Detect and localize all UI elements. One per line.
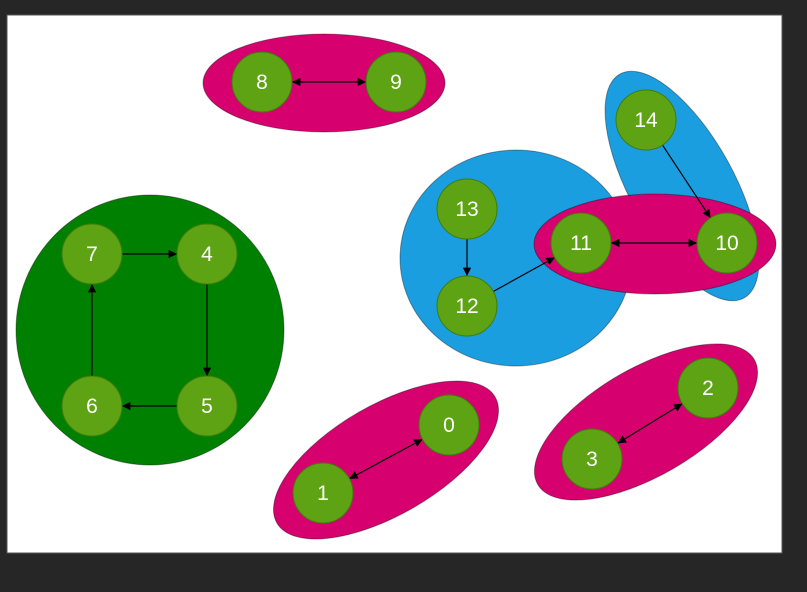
node-10: 10 xyxy=(696,212,758,274)
node-7-circle xyxy=(61,223,123,285)
node-9: 9 xyxy=(365,51,427,113)
node-7: 7 xyxy=(61,223,123,285)
edge-14-10 xyxy=(661,144,712,219)
node-4-label: 4 xyxy=(201,243,213,266)
node-6-label: 6 xyxy=(86,395,98,418)
node-7-label: 7 xyxy=(86,243,98,266)
node-2: 2 xyxy=(677,357,739,419)
node-10-circle xyxy=(696,212,758,274)
node-3-label: 3 xyxy=(586,448,598,471)
node-3: 3 xyxy=(561,428,623,490)
node-1: 1 xyxy=(292,462,354,524)
node-13-label: 13 xyxy=(455,198,478,221)
node-5: 5 xyxy=(176,375,238,437)
node-8-circle xyxy=(231,51,293,113)
node-4-circle xyxy=(176,223,238,285)
node-3-circle xyxy=(561,428,623,490)
node-12-label: 12 xyxy=(455,295,478,318)
node-2-circle xyxy=(677,357,739,419)
node-11-label: 11 xyxy=(570,232,592,255)
node-6: 6 xyxy=(61,375,123,437)
node-6-circle xyxy=(61,375,123,437)
node-9-label: 9 xyxy=(390,71,402,94)
edge-3-2 xyxy=(617,403,683,444)
node-8-label: 8 xyxy=(256,71,268,94)
node-13: 13 xyxy=(436,178,498,240)
node-0: 0 xyxy=(418,394,480,456)
node-10-label: 10 xyxy=(715,232,738,255)
node-14: 14 xyxy=(615,89,677,151)
node-5-label: 5 xyxy=(201,395,213,418)
node-14-label: 14 xyxy=(634,109,658,132)
node-1-circle xyxy=(292,462,354,524)
node-12-circle xyxy=(436,275,498,337)
node-1-label: 1 xyxy=(317,482,329,505)
node-0-circle xyxy=(418,394,480,456)
group-7-4-5-6 xyxy=(15,194,285,466)
node-4: 4 xyxy=(176,223,238,285)
node-12: 12 xyxy=(436,275,498,337)
edge-12-11 xyxy=(492,256,556,293)
node-14-circle xyxy=(615,89,677,151)
node-0-label: 0 xyxy=(443,414,455,437)
edge-1-0 xyxy=(349,438,423,480)
node-13-circle xyxy=(436,178,498,240)
node-9-circle xyxy=(365,51,427,113)
node-11-circle xyxy=(550,212,612,274)
node-2-label: 2 xyxy=(702,377,714,400)
node-5-circle xyxy=(176,375,238,437)
node-11: 11 xyxy=(550,212,612,274)
node-8: 8 xyxy=(231,51,293,113)
